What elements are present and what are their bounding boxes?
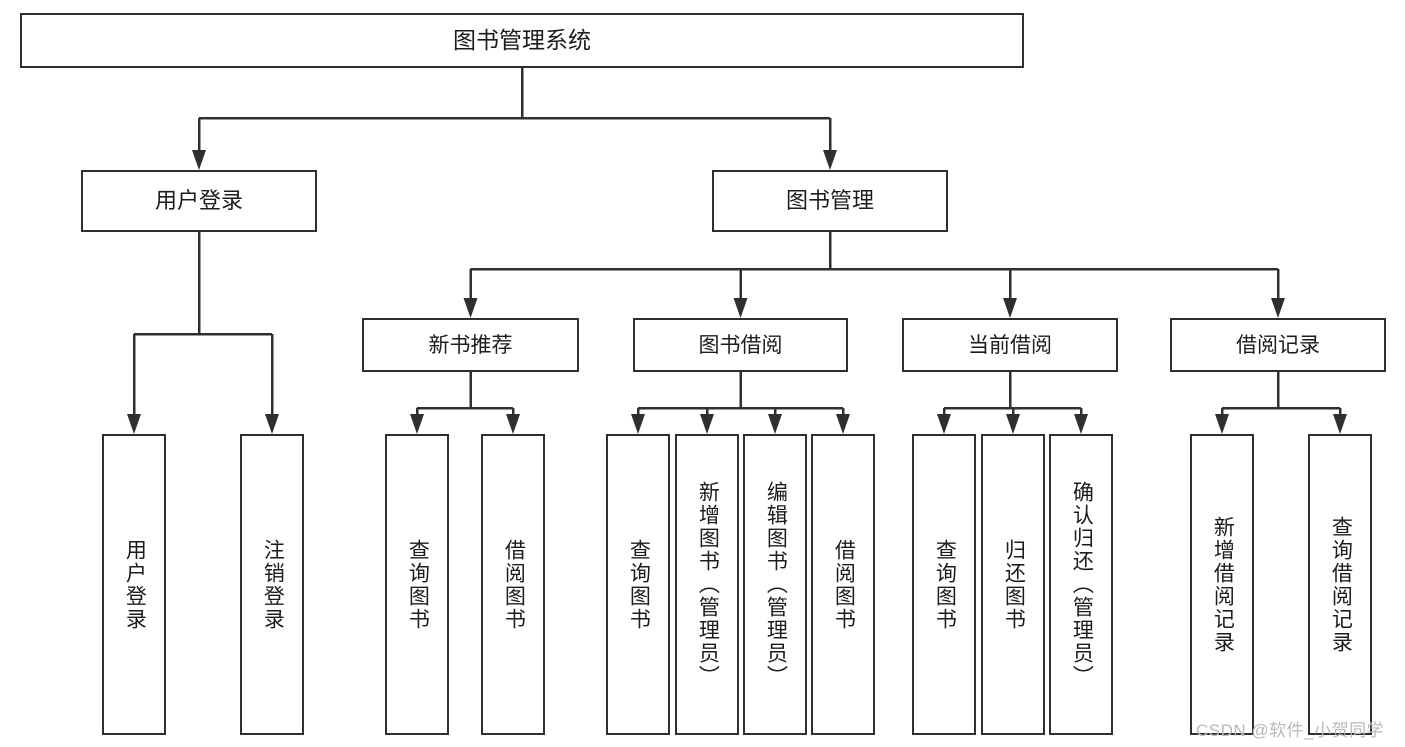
node-label-leaf-user-login: 用户登录	[123, 538, 147, 631]
node-label-user-login: 用户登录	[154, 188, 243, 213]
arrowhead-book-manage	[823, 150, 837, 170]
node-leaf-borrow-book-1[interactable]: 借阅图书	[481, 434, 545, 735]
node-label-current-borrow: 当前借阅	[968, 333, 1052, 357]
node-label-leaf-query-book-3: 查询图书	[933, 538, 957, 631]
node-leaf-add-record[interactable]: 新增借阅记录	[1190, 434, 1254, 735]
node-new-book-rec[interactable]: 新书推荐	[362, 318, 579, 372]
arrowhead-leaf-add-record	[1215, 414, 1229, 434]
node-user-login[interactable]: 用户登录	[81, 170, 317, 232]
node-label-leaf-add-book: 新增图书（管理员）	[696, 481, 720, 688]
node-leaf-logout[interactable]: 注销登录	[240, 434, 304, 735]
arrowhead-leaf-edit-book	[768, 414, 782, 434]
node-label-leaf-return-book: 归还图书	[1002, 538, 1026, 631]
arrowhead-leaf-add-book	[700, 414, 714, 434]
node-leaf-confirm-return[interactable]: 确认归还（管理员）	[1049, 434, 1113, 735]
node-label-borrow-record: 借阅记录	[1236, 333, 1320, 357]
arrowhead-leaf-query-book-3	[937, 414, 951, 434]
arrowhead-borrow-record	[1271, 298, 1285, 318]
node-label-leaf-query-book-2: 查询图书	[627, 538, 651, 631]
arrowhead-leaf-user-login	[127, 414, 141, 434]
node-label-leaf-query-book-1: 查询图书	[406, 538, 430, 631]
node-leaf-borrow-book-2[interactable]: 借阅图书	[811, 434, 875, 735]
arrowhead-leaf-logout	[265, 414, 279, 434]
arrowhead-leaf-return-book	[1006, 414, 1020, 434]
arrowhead-leaf-borrow-book-1	[506, 414, 520, 434]
node-label-leaf-logout: 注销登录	[261, 538, 285, 631]
node-label-leaf-query-record: 查询借阅记录	[1329, 515, 1353, 654]
arrowhead-user-login	[192, 150, 206, 170]
node-label-book-manage: 图书管理	[785, 188, 874, 213]
node-leaf-query-record[interactable]: 查询借阅记录	[1308, 434, 1372, 735]
node-label-book-borrow: 图书借阅	[698, 333, 783, 357]
node-leaf-return-book[interactable]: 归还图书	[981, 434, 1045, 735]
node-leaf-query-book-3[interactable]: 查询图书	[912, 434, 976, 735]
arrowhead-leaf-confirm-return	[1074, 414, 1088, 434]
arrowhead-leaf-query-book-2	[631, 414, 645, 434]
arrowhead-current-borrow	[1003, 298, 1017, 318]
arrowhead-leaf-borrow-book-2	[836, 414, 850, 434]
watermark-text: CSDN @软件_小贺同学	[1196, 721, 1385, 740]
node-label-leaf-add-record: 新增借阅记录	[1211, 515, 1235, 654]
node-leaf-query-book-2[interactable]: 查询图书	[606, 434, 670, 735]
arrowhead-leaf-query-book-1	[410, 414, 424, 434]
node-leaf-query-book-1[interactable]: 查询图书	[385, 434, 449, 735]
arrowhead-leaf-query-record	[1333, 414, 1347, 434]
node-label-root: 图书管理系统	[453, 27, 591, 53]
node-label-leaf-borrow-book-1: 借阅图书	[502, 538, 526, 631]
node-label-new-book-rec: 新书推荐	[428, 333, 513, 357]
node-book-manage[interactable]: 图书管理	[712, 170, 948, 232]
connector-lines	[127, 68, 1347, 434]
node-book-borrow[interactable]: 图书借阅	[633, 318, 848, 372]
arrowhead-book-borrow	[733, 298, 748, 318]
node-root[interactable]: 图书管理系统	[20, 13, 1024, 68]
node-label-leaf-edit-book: 编辑图书（管理员）	[764, 481, 788, 688]
node-borrow-record[interactable]: 借阅记录	[1170, 318, 1386, 372]
node-leaf-user-login[interactable]: 用户登录	[102, 434, 166, 735]
arrowhead-new-book-rec	[463, 298, 478, 318]
node-label-leaf-borrow-book-2: 借阅图书	[832, 538, 856, 631]
node-current-borrow[interactable]: 当前借阅	[902, 318, 1118, 372]
node-label-leaf-confirm-return: 确认归还（管理员）	[1070, 481, 1094, 688]
node-leaf-edit-book[interactable]: 编辑图书（管理员）	[743, 434, 807, 735]
node-leaf-add-book[interactable]: 新增图书（管理员）	[675, 434, 739, 735]
